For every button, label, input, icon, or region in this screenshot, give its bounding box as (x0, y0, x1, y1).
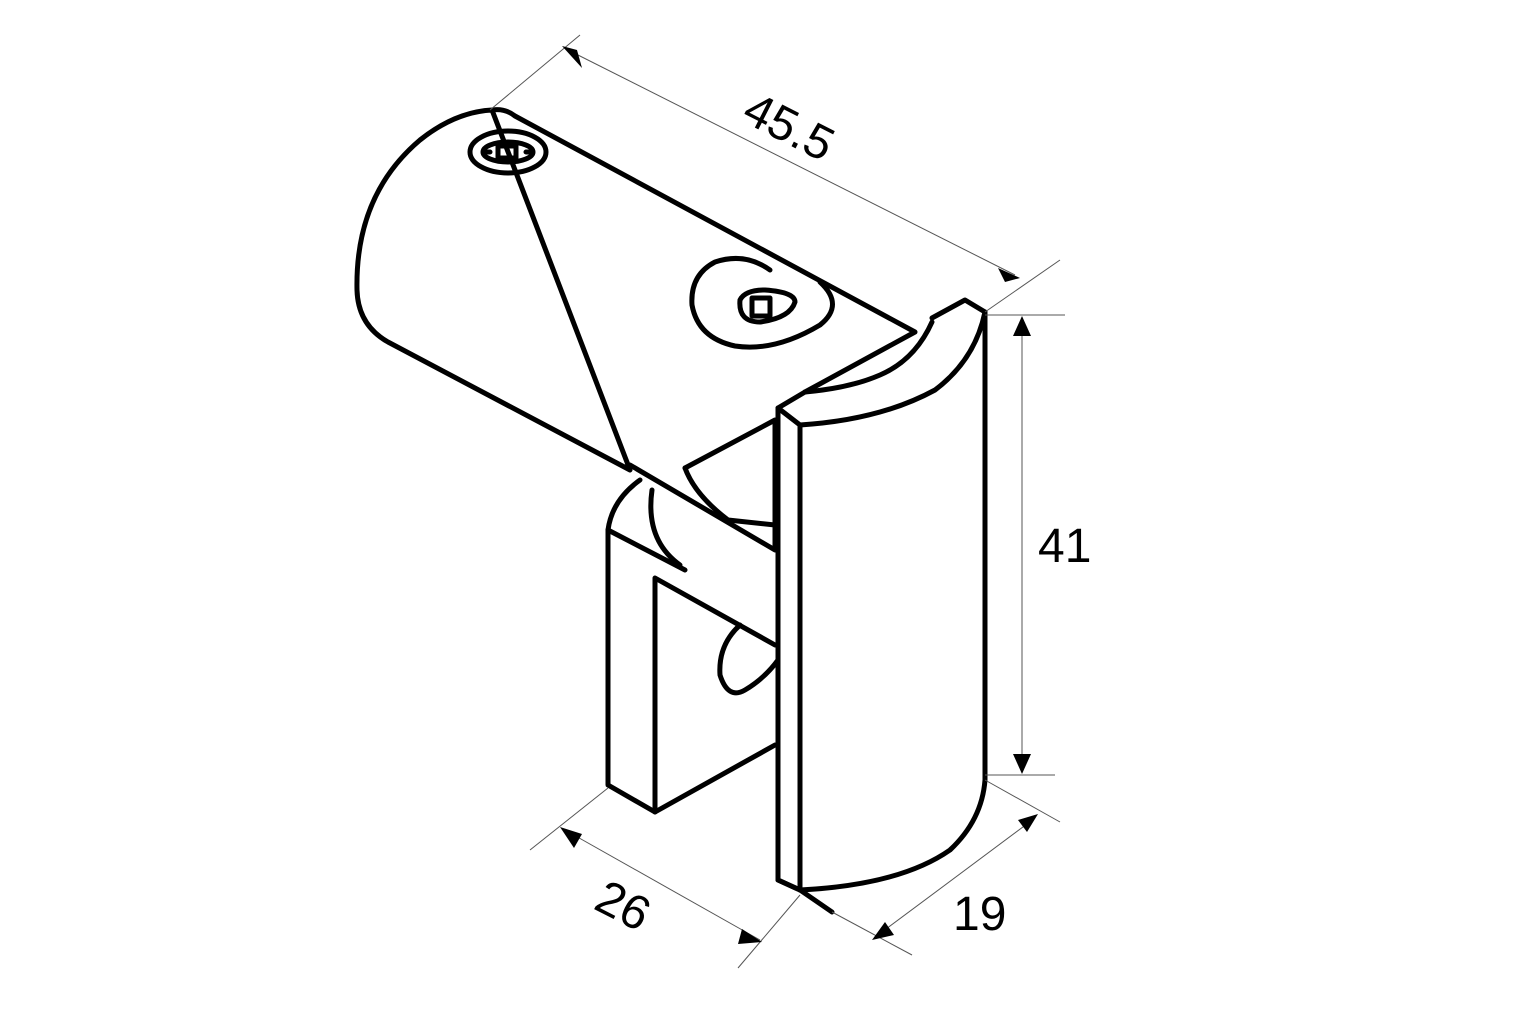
dim-label-width: 26 (587, 871, 659, 942)
dimension-depth: 19 (831, 779, 1061, 956)
dim-label-height: 41 (1038, 520, 1091, 573)
vertical-plate (775, 309, 988, 915)
screw-hole-large (689, 255, 835, 350)
bracket-block (605, 417, 781, 815)
screw-hole-top (467, 128, 549, 176)
dimension-width-bottom: 26 (529, 787, 801, 969)
dim-label-length: 45.5 (735, 83, 842, 173)
cylinder-end-arc (797, 297, 988, 428)
clamp-part (354, 107, 988, 915)
dim-label-depth: 19 (953, 888, 1006, 941)
dimension-height: 41 (985, 314, 1091, 776)
cylinder-body (354, 107, 918, 473)
dimension-length-top: 45.5 (489, 34, 1061, 313)
